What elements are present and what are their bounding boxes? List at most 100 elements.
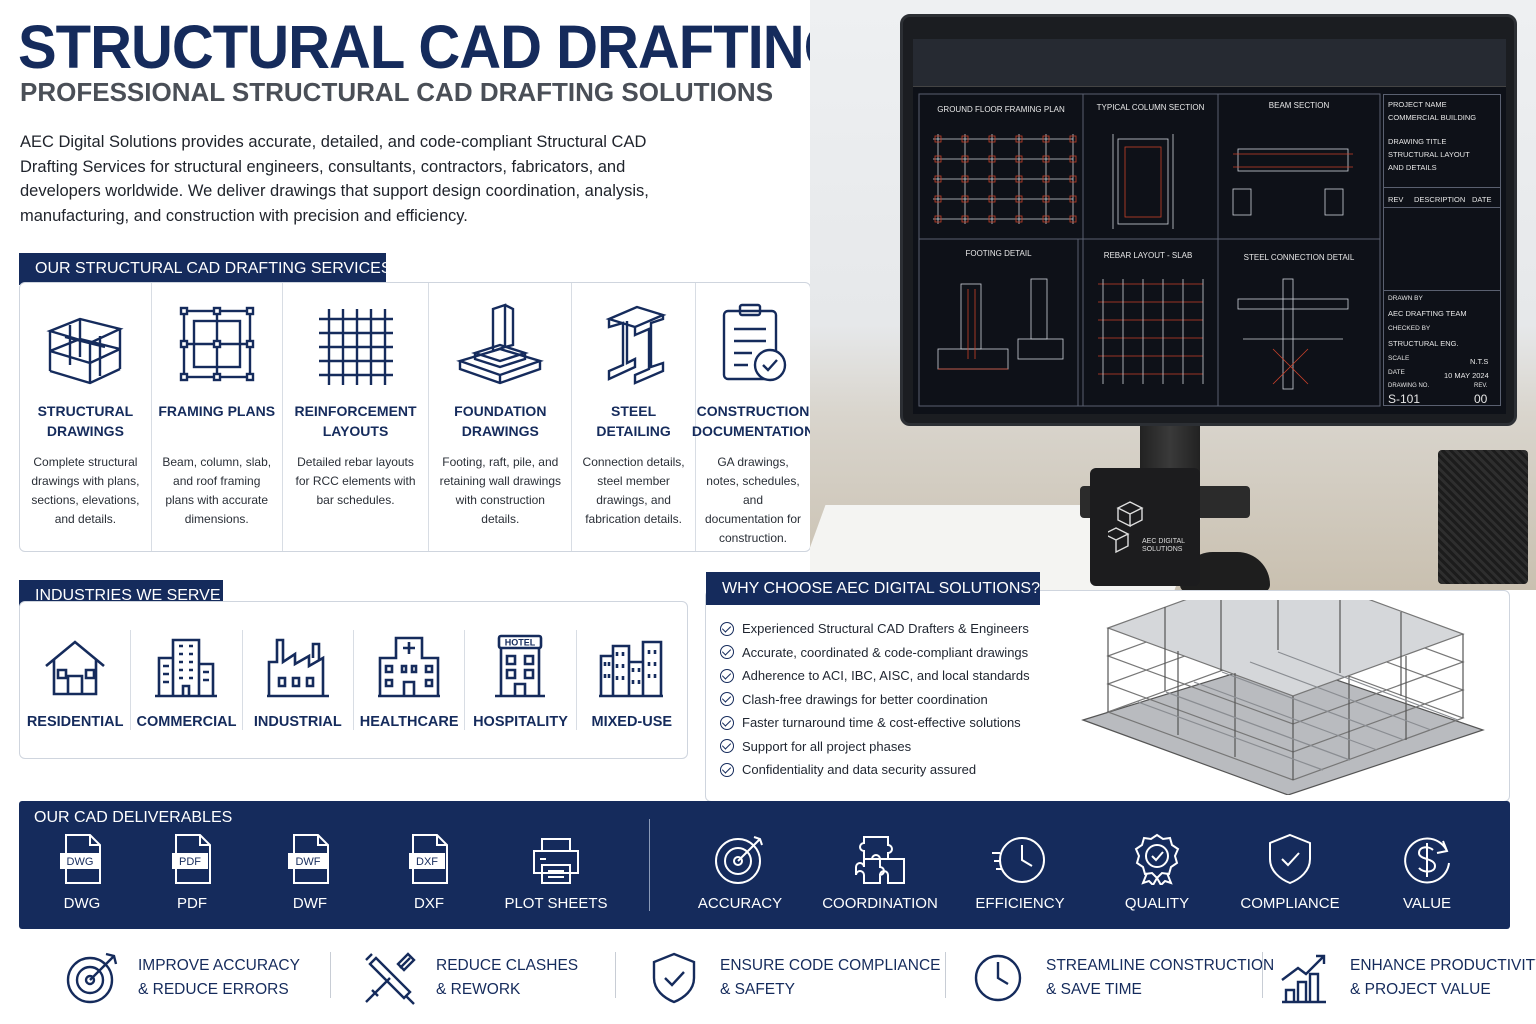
tb-scale: N.T.S — [1470, 357, 1489, 366]
industry-industrial[interactable]: INDUSTRIAL — [243, 630, 354, 730]
benefit-line: & SAFETY — [720, 981, 795, 998]
service-title: FRAMING PLANS — [158, 403, 276, 419]
clock-icon — [974, 954, 1022, 1002]
clock-icon — [992, 837, 1045, 883]
industry-residential[interactable]: RESIDENTIAL — [20, 630, 132, 730]
cad-drawings — [918, 93, 1381, 407]
industry-healthcare[interactable]: HEALTHCARE — [354, 630, 466, 730]
foundation-icon — [456, 303, 545, 385]
service-title: REINFORCEMENT LAYOUTS — [294, 403, 417, 439]
service-title: STRUCTURAL DRAWINGS — [37, 403, 134, 439]
city-buildings-icon — [598, 640, 663, 698]
benefit-line: & PROJECT VALUE — [1350, 981, 1491, 998]
industry-commercial[interactable]: COMMERCIAL — [131, 630, 243, 730]
benefit-accuracy: IMPROVE ACCURACY& REDUCE ERRORS — [64, 948, 300, 1008]
benefit-line: STREAMLINE CONSTRUCTION — [1046, 957, 1275, 974]
deliverable-label: DWG — [63, 895, 101, 912]
service-card[interactable]: FOUNDATION DRAWINGS Footing, raft, pile,… — [429, 283, 573, 551]
check-circle-icon — [720, 645, 734, 660]
service-desc: Complete structural drawings with plans,… — [31, 455, 140, 526]
check-circle-icon — [720, 739, 734, 754]
value-compliance: COMPLIANCE — [1235, 833, 1345, 912]
benefit-line: IMPROVE ACCURACY — [138, 957, 300, 974]
industry-mixed-use[interactable]: MIXED-USE — [577, 630, 687, 730]
value-label: COMPLIANCE — [1240, 895, 1340, 912]
service-title: CONSTRUCTION DOCUMENTATION — [691, 403, 815, 439]
cad-panel-title: BEAM SECTION — [1268, 101, 1330, 110]
file-badge: DWF — [295, 856, 320, 868]
coffee-mug: AEC DIGITAL SOLUTIONS — [1090, 468, 1200, 586]
benefit-line: & SAVE TIME — [1046, 981, 1142, 998]
framing-plan-icon — [179, 306, 254, 382]
divider — [649, 819, 650, 911]
cubes-logo-icon — [1108, 501, 1144, 554]
check-circle-icon — [720, 715, 734, 730]
industries-panel: RESIDENTIAL COMMERCIAL INDUSTRIAL HEALTH… — [19, 601, 688, 759]
cad-panel-title: STEEL CONNECTION DETAIL — [1243, 253, 1355, 262]
value-accuracy: ACCURACY — [685, 833, 795, 912]
check-circle-icon — [720, 692, 734, 707]
factory-icon — [266, 638, 329, 698]
tb-project-name-label: PROJECT NAME — [1388, 100, 1447, 109]
value-coordination: COORDINATION — [822, 833, 938, 912]
industry-hospitality[interactable]: HOTEL HOSPITALITY — [465, 630, 577, 730]
benefit-text: ENSURE CODE COMPLIANCE& SAFETY — [720, 954, 940, 1002]
benefit-text: ENHANCE PRODUCTIVITY& PROJECT VALUE — [1350, 954, 1536, 1002]
deliverable-plot-sheets[interactable]: PLOT SHEETS — [501, 833, 611, 912]
pencil-cup — [1438, 450, 1528, 584]
hotel-sign-text: HOTEL — [505, 638, 536, 648]
why-heading: WHY CHOOSE AEC DIGITAL SOLUTIONS? — [706, 572, 1040, 605]
dxf-file-icon: DXF — [409, 834, 448, 884]
office-building-icon — [155, 638, 218, 698]
file-badge: DXF — [416, 856, 438, 868]
benefit-productivity: ENHANCE PRODUCTIVITY& PROJECT VALUE — [1276, 948, 1536, 1008]
monitor: GROUND FLOOR FRAMING PLAN TYPICAL COLUMN… — [900, 14, 1517, 426]
printer-icon — [533, 838, 579, 884]
tb-scale-label: SCALE — [1388, 355, 1410, 362]
value-efficiency: EFFICIENCY — [965, 833, 1075, 912]
shield-check-icon — [1269, 833, 1311, 885]
deliverable-dwf[interactable]: DWF DWF — [255, 833, 365, 912]
rebar-grid-icon — [318, 309, 393, 385]
service-desc: Footing, raft, pile, and retaining wall … — [439, 455, 561, 526]
shield-check-icon — [652, 952, 696, 1004]
deliverable-label: DWF — [292, 895, 328, 912]
cad-title-block: PROJECT NAME COMMERCIAL BUILDING DRAWING… — [1383, 94, 1501, 406]
why-text: Confidentiality and data security assure… — [742, 762, 977, 778]
deliverable-label: PLOT SHEETS — [504, 895, 608, 912]
service-card[interactable]: STEEL DETAILING Connection details, stee… — [572, 283, 696, 551]
services-heading: OUR STRUCTURAL CAD DRAFTING SERVICES — [19, 253, 391, 285]
cad-panel-title: TYPICAL COLUMN SECTION — [1096, 103, 1205, 112]
service-card[interactable]: REINFORCEMENT LAYOUTS Detailed rebar lay… — [283, 283, 430, 551]
value-label: EFFICIENCY — [975, 895, 1065, 912]
why-text: Support for all project phases — [742, 738, 912, 754]
tb-drawn-by-label: DRAWN BY — [1388, 295, 1423, 302]
monitor-scene-image: GROUND FLOOR FRAMING PLAN TYPICAL COLUMN… — [810, 0, 1536, 590]
service-card[interactable]: FRAMING PLANS Beam, column, slab, and ro… — [152, 283, 283, 551]
benefit-text: STREAMLINE CONSTRUCTION & SAVE TIME — [1046, 954, 1274, 1002]
deliverable-dxf[interactable]: DXF DXF — [374, 833, 484, 912]
benefit-streamline: STREAMLINE CONSTRUCTION & SAVE TIME — [972, 948, 1274, 1008]
deliverable-pdf[interactable]: PDF PDF — [137, 833, 247, 912]
why-item: Accurate, coordinated & code-compliant d… — [720, 641, 1030, 665]
cad-panel-title: FOOTING DETAIL — [965, 249, 1032, 258]
target-arrow-icon — [66, 952, 118, 1004]
why-text: Clash-free drawings for better coordinat… — [742, 691, 988, 707]
check-circle-icon — [720, 668, 734, 683]
service-desc: Connection details, steel member drawing… — [582, 455, 685, 526]
divider — [615, 952, 616, 998]
structural-model-image — [1081, 600, 1485, 795]
industry-label: MIXED-USE — [591, 714, 673, 730]
deliverable-label: PDF — [177, 895, 207, 912]
industry-label: HEALTHCARE — [359, 714, 459, 730]
service-card[interactable]: CONSTRUCTION DOCUMENTATION GA drawings, … — [692, 283, 814, 551]
deliverable-dwg[interactable]: DWG DWG — [27, 833, 137, 912]
benefit-text: REDUCE CLASHES& REWORK — [436, 954, 578, 1002]
deliverables-bar: OUR CAD DELIVERABLES DWG DWG PDF PDF DWF… — [19, 801, 1510, 929]
service-card[interactable]: STRUCTURAL DRAWINGS Complete structural … — [20, 283, 152, 551]
why-text: Experienced Structural CAD Drafters & En… — [742, 621, 1029, 637]
clipboard-check-icon — [722, 303, 787, 382]
intro-paragraph: AEC Digital Solutions provides accurate,… — [20, 133, 649, 225]
file-badge: DWG — [67, 856, 94, 868]
why-text: Faster turnaround time & cost-effective … — [742, 715, 1021, 731]
